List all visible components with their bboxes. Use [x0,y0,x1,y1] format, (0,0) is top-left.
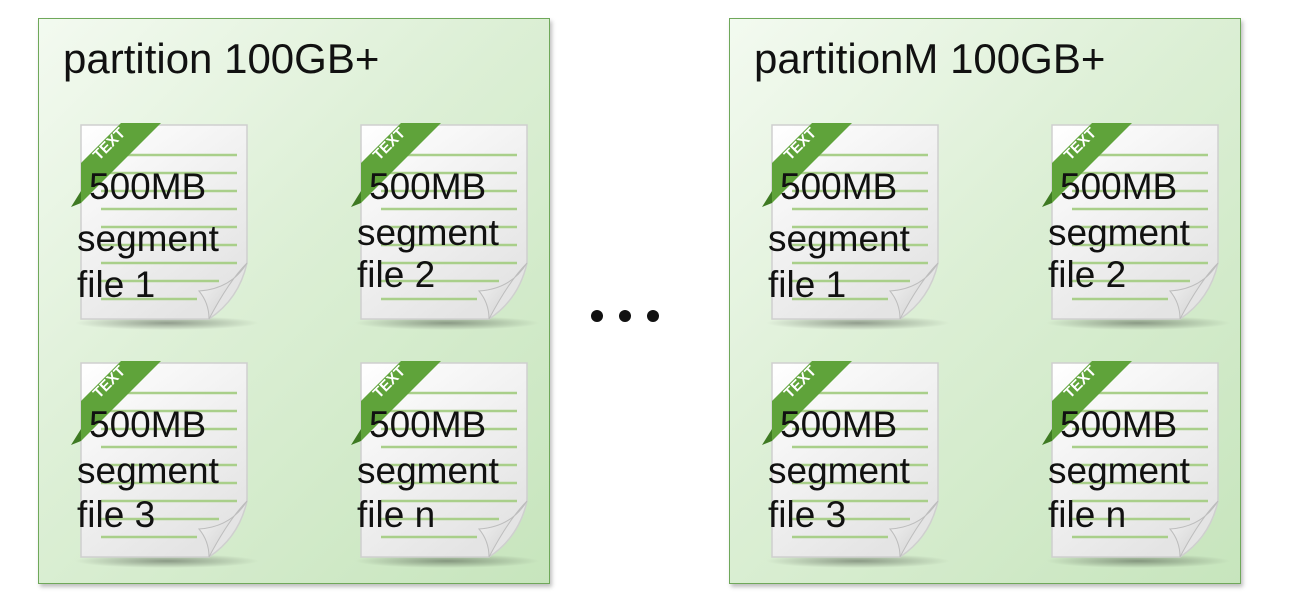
file-label: file 1 [77,264,156,305]
file-size: 500MB [369,166,487,207]
partition-title: partition 100GB+ [63,35,380,82]
text-document-icon: TEXT [349,121,539,331]
file-size: 500MB [1060,166,1178,207]
segment-file: TEXT 500MB segment file 3 [760,359,950,569]
text-document-icon: TEXT [760,359,950,569]
file-size: 500MB [89,404,207,445]
file-size: 500MB [369,404,487,445]
segment-file: TEXT 500MB segment file n [1040,359,1230,569]
text-document-icon: TEXT [69,359,259,569]
segment-file: TEXT 500MB segment file 2 [1040,121,1230,331]
segment-file: TEXT 500MB segment file 2 [349,121,539,331]
file-label: file n [1048,494,1127,535]
file-size: 500MB [1060,404,1178,445]
file-label: file 3 [77,494,156,535]
file-size: 500MB [780,404,898,445]
segment-file: TEXT 500MB segment file 1 [69,121,259,331]
segment-file: TEXT 500MB segment file n [349,359,539,569]
file-label: file 2 [357,254,436,295]
text-document-icon: TEXT [349,359,539,569]
partition-box: partition 100GB+ TEXT 500MB segment file… [38,18,550,584]
file-label: file n [357,494,436,535]
segment-file: TEXT 500MB segment file 3 [69,359,259,569]
text-document-icon: TEXT [1040,121,1230,331]
text-document-icon: TEXT [69,121,259,331]
file-kind: segment [357,450,499,491]
file-label: file 3 [768,494,847,535]
partition-box: partitionM 100GB+ TEXT 500MB segment fil… [729,18,1241,584]
text-document-icon: TEXT [1040,359,1230,569]
file-label: file 1 [768,264,847,305]
file-kind: segment [768,450,910,491]
text-document-icon: TEXT [760,121,950,331]
file-size: 500MB [780,166,898,207]
partition-title: partitionM 100GB+ [754,35,1106,82]
segment-file: TEXT 500MB segment file 1 [760,121,950,331]
ellipsis-icon [591,310,659,322]
file-size: 500MB [89,166,207,207]
file-kind: segment [357,212,499,253]
file-kind: segment [77,450,219,491]
file-kind: segment [768,218,910,259]
file-kind: segment [1048,212,1190,253]
file-label: file 2 [1048,254,1127,295]
file-kind: segment [1048,450,1190,491]
file-kind: segment [77,218,219,259]
